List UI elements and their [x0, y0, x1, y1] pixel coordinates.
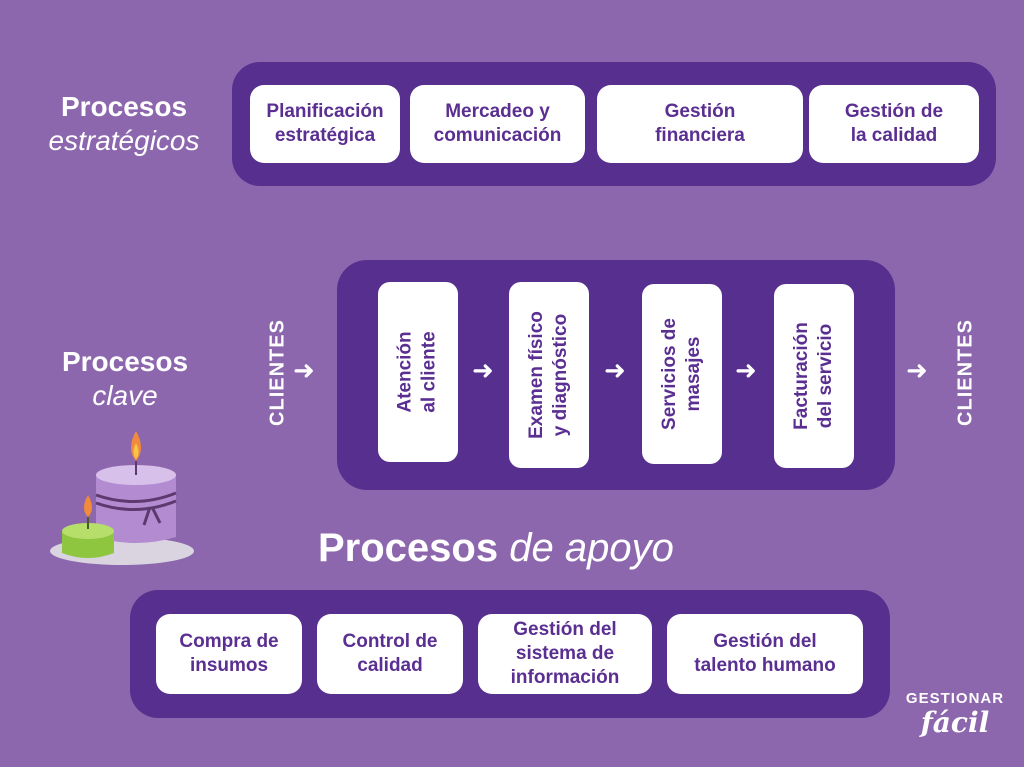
estrategicos-card-mercadeo: Mercadeo y comunicación [410, 85, 585, 163]
card-line: Examen físico [526, 311, 547, 439]
card-line: Facturación [791, 322, 813, 430]
clave-label: Procesos clave [25, 345, 225, 413]
card-line: la calidad [850, 125, 938, 146]
apoyo-title-italic: de apoyo [509, 526, 674, 570]
apoyo-card-compra: Compra de insumos [156, 614, 302, 694]
arrow-right-icon: ➜ [906, 355, 928, 385]
apoyo-card-sistema: Gestión del sistema de información [478, 614, 652, 694]
arrow-right-icon: ➜ [293, 355, 315, 385]
card-line: Gestión del [713, 631, 817, 652]
estrategicos-card-calidad: Gestión de la calidad [809, 85, 979, 163]
card-line: Compra de [179, 631, 279, 652]
card-line: comunicación [433, 125, 562, 146]
card-line: del servicio [815, 323, 837, 429]
card-line: financiera [655, 125, 745, 146]
clave-label-bold: Procesos [61, 346, 189, 377]
card-line: insumos [189, 655, 269, 676]
gestionar-facil-logo: GESTIONAR fácil [900, 690, 1010, 739]
apoyo-card-control: Control de calidad [317, 614, 463, 694]
clave-label-italic: clave [92, 380, 158, 411]
card-line: masajes [683, 336, 705, 412]
apoyo-card-talento: Gestión del talento humano [667, 614, 863, 694]
card-line: al cliente [419, 331, 441, 413]
card-line: Atención [395, 331, 417, 413]
card-line: y diagnóstico [550, 313, 571, 437]
card-line: calidad [357, 655, 423, 676]
clientes-output-label: CLIENTES [954, 319, 977, 426]
logo-line2: fácil [920, 706, 990, 739]
estrategicos-label: Procesos estratégicos [14, 90, 234, 158]
logo-line1: GESTIONAR [905, 690, 1005, 707]
card-line: Planificación [266, 101, 384, 122]
apoyo-title: Procesos de apoyo [318, 525, 674, 571]
card-line: talento humano [694, 655, 836, 676]
estrategicos-label-bold: Procesos [60, 91, 188, 122]
clientes-input-label: CLIENTES [266, 319, 289, 426]
card-line: estratégica [274, 125, 376, 146]
estrategicos-card-planificacion: Planificación estratégica [250, 85, 400, 163]
candles-illustration [50, 431, 194, 565]
card-line: información [510, 667, 620, 688]
arrow-right-icon: ➜ [604, 355, 626, 385]
arrow-right-icon: ➜ [472, 355, 494, 385]
card-line: Mercadeo y [445, 101, 550, 122]
card-line: Control de [342, 631, 438, 652]
apoyo-title-bold: Procesos [318, 526, 499, 570]
card-line: Gestión de [844, 101, 944, 122]
card-line: Gestión [664, 101, 736, 122]
estrategicos-label-italic: estratégicos [48, 125, 200, 156]
card-line: sistema de [515, 643, 615, 664]
arrow-right-icon: ➜ [735, 355, 757, 385]
card-line: Servicios de [659, 318, 681, 430]
estrategicos-card-financiera: Gestión financiera [597, 85, 803, 163]
card-line: Gestión del [513, 619, 617, 640]
